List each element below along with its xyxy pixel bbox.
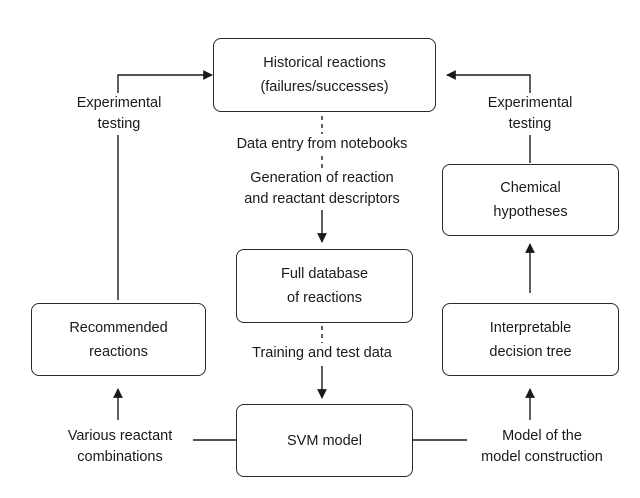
node-historical-reactions: Historical reactions (failures/successes… (213, 38, 436, 112)
label-data-entry: Data entry from notebooks (212, 134, 432, 155)
label-training-test: Training and test data (227, 343, 417, 364)
node-interpretable-tree: Interpretable decision tree (442, 303, 619, 376)
arrow-recommended-to-historical (117, 70, 213, 300)
node-svm-model: SVM model (236, 404, 413, 477)
node-full-database: Full database of reactions (236, 249, 413, 323)
label-experimental-testing-left: Experimental testing (60, 93, 178, 135)
label-reactant-combinations: Various reactant combinations (50, 426, 190, 468)
node-recommended-reactions: Recommended reactions (31, 303, 206, 376)
node-chemical-hypotheses: Chemical hypotheses (442, 164, 619, 236)
label-experimental-testing-right: Experimental testing (471, 93, 589, 135)
label-descriptors: Generation of reaction and reactant desc… (222, 168, 422, 210)
label-model-construction: Model of the model construction (467, 426, 617, 468)
